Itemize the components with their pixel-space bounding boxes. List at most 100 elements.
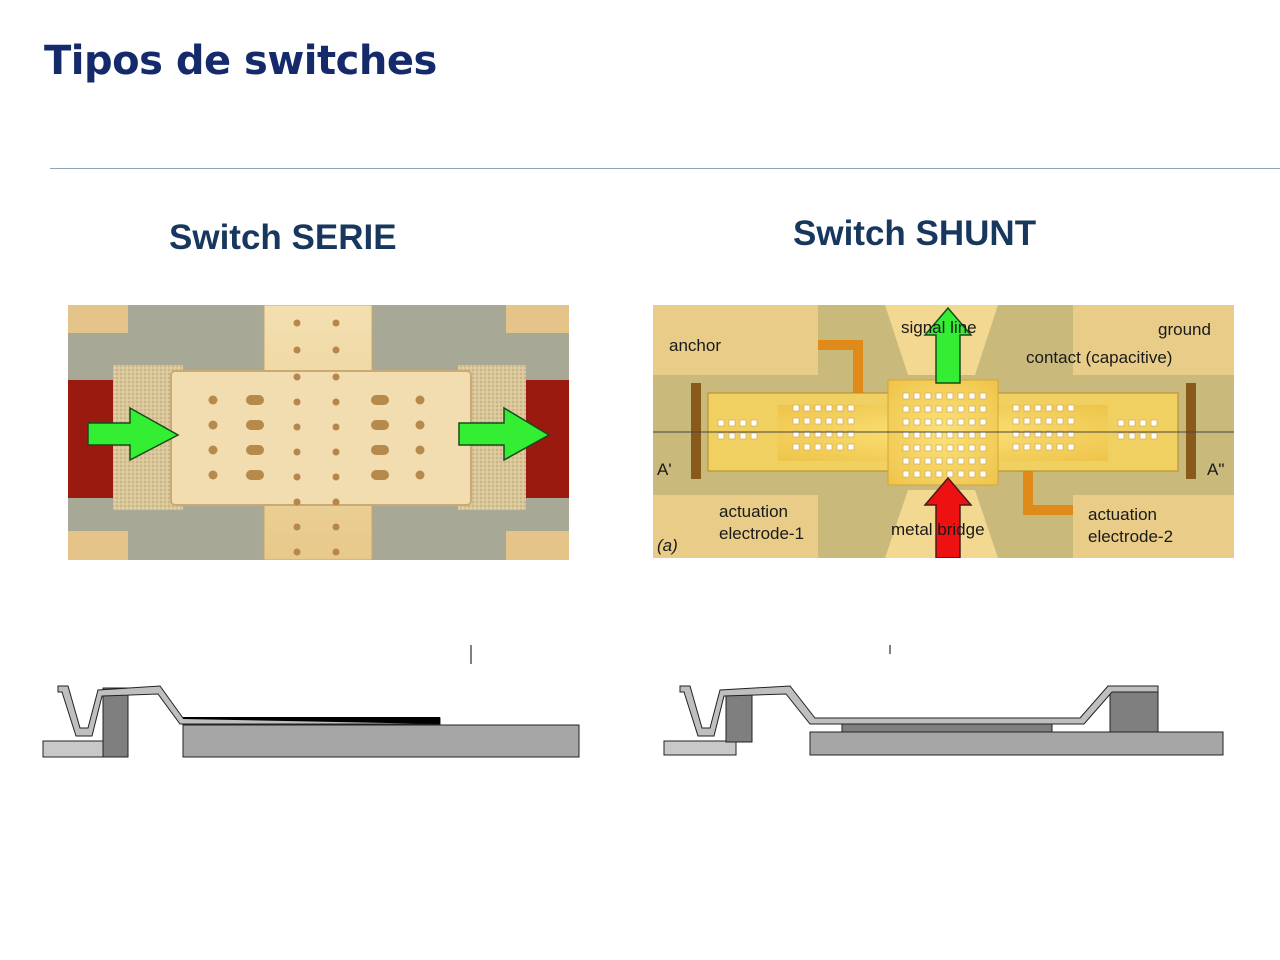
bridge-hole	[1034, 430, 1042, 438]
bridge-hole	[1045, 417, 1053, 425]
label-contact: contact (capacitive)	[1026, 348, 1172, 367]
shunt-output-arrow-icon	[923, 306, 973, 384]
bridge-hole	[913, 405, 921, 413]
bridge-hole	[1012, 404, 1020, 412]
bridge-hole	[1023, 430, 1031, 438]
bridge-hole	[924, 392, 932, 400]
bridge-hole	[957, 418, 965, 426]
bridge-hole	[924, 431, 932, 439]
bridge-hole	[1117, 419, 1125, 427]
bridge-hole	[968, 405, 976, 413]
bridge-hole	[924, 418, 932, 426]
bridge-hole	[847, 417, 855, 425]
bridge-hole	[979, 418, 987, 426]
bridge-hole	[935, 431, 943, 439]
bridge-hole	[902, 444, 910, 452]
bridge-hole	[979, 444, 987, 452]
serie-output-arrow-icon	[458, 406, 551, 462]
bridge-hole	[935, 444, 943, 452]
bridge-hole	[750, 419, 758, 427]
bridge-hole	[836, 443, 844, 451]
title-divider	[50, 168, 1280, 169]
label-anchor: anchor	[669, 336, 721, 355]
bridge-hole	[803, 430, 811, 438]
bridge-hole	[1034, 443, 1042, 451]
label-electrode-1: electrode-1	[719, 524, 804, 543]
bridge-hole	[803, 443, 811, 451]
bridge-hole	[1034, 404, 1042, 412]
bridge-hole	[935, 457, 943, 465]
bridge-hole	[957, 431, 965, 439]
bridge-hole	[913, 470, 921, 478]
bridge-hole	[1023, 417, 1031, 425]
bridge-hole	[825, 417, 833, 425]
bridge-hole	[935, 418, 943, 426]
bridge-hole	[968, 392, 976, 400]
bridge-hole	[1056, 404, 1064, 412]
bridge-hole	[924, 457, 932, 465]
shunt-input-arrow-icon	[923, 476, 973, 558]
bridge-hole	[935, 405, 943, 413]
bridge-hole	[979, 470, 987, 478]
bridge-hole	[946, 457, 954, 465]
bridge-hole	[902, 418, 910, 426]
bridge-hole	[728, 432, 736, 440]
bridge-hole	[728, 419, 736, 427]
bridge-hole	[814, 443, 822, 451]
label-metal-bridge: metal bridge	[891, 520, 985, 539]
bridge-hole	[902, 470, 910, 478]
bridge-hole	[1023, 443, 1031, 451]
label-panel-a: (a)	[657, 536, 678, 555]
bridge-hole	[1012, 417, 1020, 425]
bridge-hole	[1067, 430, 1075, 438]
label-electrode-2: electrode-2	[1088, 527, 1173, 546]
bridge-hole	[1067, 404, 1075, 412]
bridge-hole	[1139, 432, 1147, 440]
bridge-hole	[847, 430, 855, 438]
bridge-hole	[836, 430, 844, 438]
bridge-hole	[902, 431, 910, 439]
shunt-switch-micrograph: signal line ground anchor contact (capac…	[653, 305, 1234, 558]
bridge-hole	[946, 405, 954, 413]
bridge-hole	[1012, 430, 1020, 438]
bridge-hole	[814, 404, 822, 412]
bridge-hole	[968, 431, 976, 439]
bridge-hole	[957, 457, 965, 465]
label-a-prime: A'	[657, 460, 672, 479]
bridge-hole	[803, 417, 811, 425]
bridge-hole	[913, 444, 921, 452]
slide-title: Tipos de switches	[44, 38, 437, 84]
label-ground: ground	[1158, 320, 1211, 339]
bridge-hole	[946, 418, 954, 426]
bridge-hole	[979, 392, 987, 400]
bridge-hole	[814, 417, 822, 425]
bridge-hole	[946, 431, 954, 439]
label-signal-line: signal line	[901, 318, 977, 337]
bridge-hole	[979, 457, 987, 465]
bridge-hole	[968, 418, 976, 426]
bridge-hole	[979, 405, 987, 413]
bridge-hole	[968, 457, 976, 465]
bridge-hole	[968, 444, 976, 452]
bridge-hole	[946, 470, 954, 478]
bridge-hole	[717, 419, 725, 427]
bridge-hole	[968, 470, 976, 478]
serie-heading: Switch SERIE	[169, 218, 397, 257]
bridge-hole	[825, 430, 833, 438]
bridge-hole	[792, 404, 800, 412]
bridge-hole	[957, 392, 965, 400]
label-actuation-1: actuation	[719, 502, 788, 521]
bridge-hole	[1045, 443, 1053, 451]
bridge-hole	[946, 392, 954, 400]
bridge-hole	[924, 470, 932, 478]
bridge-hole	[1150, 419, 1158, 427]
bridge-hole	[1023, 404, 1031, 412]
bridge-hole	[935, 470, 943, 478]
bridge-hole	[1034, 417, 1042, 425]
shunt-heading: Switch SHUNT	[793, 214, 1037, 253]
bridge-hole	[792, 430, 800, 438]
bridge-hole	[1045, 430, 1053, 438]
bridge-hole	[792, 417, 800, 425]
bridge-hole	[924, 444, 932, 452]
shunt-cross-section-diagram	[663, 645, 1224, 756]
